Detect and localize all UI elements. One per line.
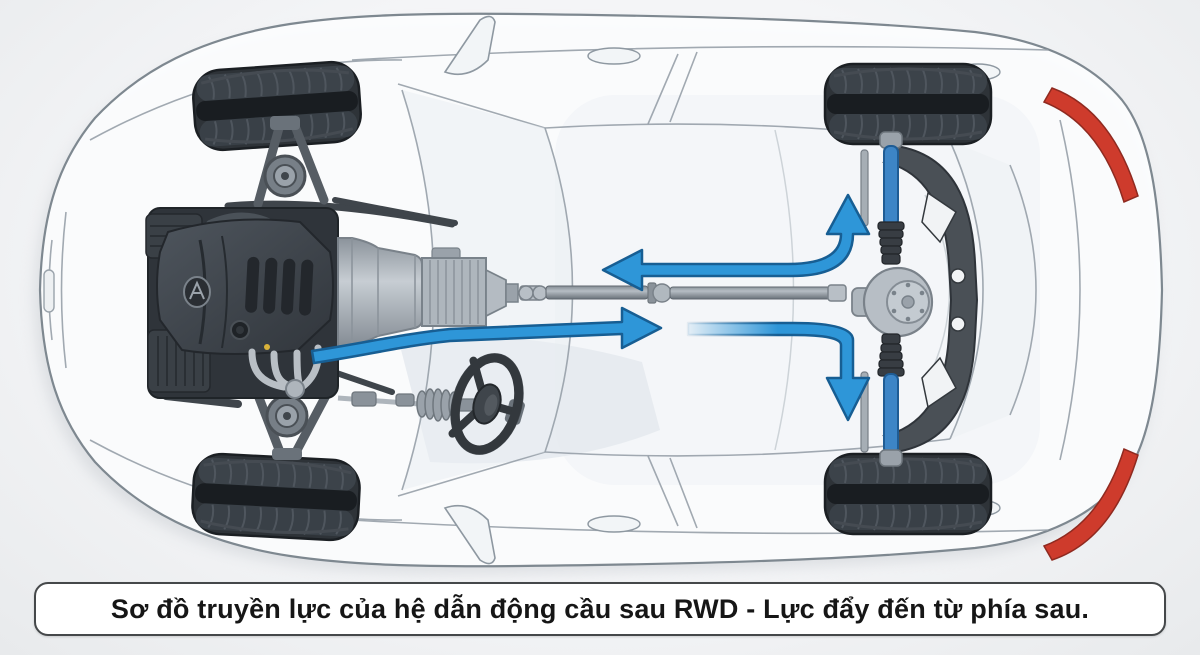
rear-halfshaft-lower: [883, 373, 899, 455]
rear-halfshaft-upper: [883, 145, 899, 227]
front-plate: [43, 269, 55, 313]
taillight-lower: [1042, 447, 1139, 561]
side-mirror-lower: [443, 504, 496, 565]
power-to-rear-wheel-arrow: [686, 321, 871, 422]
rear-to-front-force-arrow: [601, 193, 871, 292]
engine: [145, 207, 339, 399]
rear-subframe: [860, 144, 979, 454]
center-support-joint: [652, 283, 672, 303]
transmission: [337, 237, 519, 347]
steering-wheel: [448, 353, 525, 455]
door-handle-front-lower: [587, 515, 641, 533]
power-flow-arrows: [310, 193, 871, 422]
rear-left-wheel: [823, 62, 993, 146]
cv-boot-lower: [877, 333, 905, 377]
u-joint-front: [518, 285, 534, 301]
front-brace: [332, 197, 458, 226]
side-mirror-upper: [443, 15, 496, 76]
caption-box: Sơ đồ truyền lực của hệ dẫn động cầu sau…: [34, 582, 1166, 636]
exhaust-collector: [285, 379, 305, 399]
rear-axle: [851, 131, 934, 467]
caption-text: Sơ đồ truyền lực của hệ dẫn động cầu sau…: [110, 593, 1090, 624]
taillight-upper: [1042, 87, 1139, 204]
u-joint-rear: [827, 284, 847, 302]
exhaust-marker: [264, 344, 270, 350]
engine-power-arrow: [310, 306, 663, 365]
cv-boot-upper: [877, 221, 905, 265]
door-handle-front-upper: [587, 47, 641, 65]
front-right-wheel: [189, 451, 363, 543]
rear-right-wheel: [823, 452, 993, 536]
driveshaft: [518, 282, 847, 304]
rear-control-arm-upper: [860, 149, 869, 227]
steering: [337, 353, 525, 455]
rear-window: [950, 141, 1036, 439]
